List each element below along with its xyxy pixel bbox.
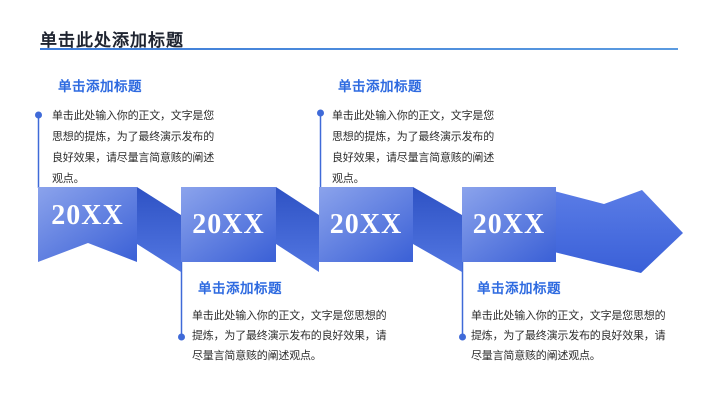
body-line: 单击此处输入你的正文，文字是您思想的 — [471, 310, 666, 322]
timeline-item-4-text: 单击添加标题 单击此处输入你的正文，文字是您思想的 提炼，为了最终演示发布的良好… — [471, 280, 666, 366]
year-banner-2[interactable] — [181, 187, 276, 262]
year-banner-4[interactable] — [462, 187, 556, 262]
body-line: 单击此处输入你的正文，文字是您 — [52, 110, 214, 122]
item-2-body[interactable]: 单击此处输入你的正文，文字是您思想的 提炼，为了最终演示发布的良好效果，请 尽量… — [192, 306, 387, 366]
title-underline — [40, 48, 678, 50]
body-line: 思想的提炼，为了最终演示发布的 — [332, 131, 494, 143]
connector-dot-4 — [459, 333, 466, 341]
body-line: 单击此处输入你的正文，文字是您 — [332, 110, 494, 122]
timeline-item-3-text: 单击添加标题 单击此处输入你的正文，文字是您 思想的提炼，为了最终演示发布的 良… — [332, 78, 494, 190]
ribbon-fold-1[interactable] — [137, 187, 181, 272]
item-2-heading[interactable]: 单击添加标题 — [198, 281, 282, 296]
body-line: 良好效果，请尽量言简意赅的阐述 — [332, 152, 494, 164]
body-line: 单击此处输入你的正文，文字是您思想的 — [192, 310, 387, 322]
year-label-1[interactable]: 20XX — [51, 200, 124, 231]
timeline-item-2-text: 单击添加标题 单击此处输入你的正文，文字是您思想的 提炼，为了最终演示发布的良好… — [192, 280, 387, 366]
timeline-item-1-text: 单击添加标题 单击此处输入你的正文，文字是您 思想的提炼，为了最终演示发布的 良… — [52, 78, 214, 190]
body-line: 良好效果，请尽量言简意赅的阐述 — [52, 152, 214, 164]
body-line: 尽量言简意赅的阐述观点。 — [471, 350, 601, 362]
arrow-shape[interactable] — [554, 190, 683, 273]
body-line: 尽量言简意赅的阐述观点。 — [192, 350, 322, 362]
ribbon-fold-2[interactable] — [276, 187, 319, 272]
body-line: 思想的提炼，为了最终演示发布的 — [52, 131, 214, 143]
item-4-body[interactable]: 单击此处输入你的正文，文字是您思想的 提炼，为了最终演示发布的良好效果，请 尽量… — [471, 306, 666, 366]
item-1-body[interactable]: 单击此处输入你的正文，文字是您 思想的提炼，为了最终演示发布的 良好效果，请尽量… — [52, 106, 214, 190]
ribbon-fold-3[interactable] — [413, 187, 462, 272]
body-line: 提炼，为了最终演示发布的良好效果，请 — [471, 330, 666, 342]
item-1-heading[interactable]: 单击添加标题 — [58, 79, 142, 94]
item-3-body[interactable]: 单击此处输入你的正文，文字是您 思想的提炼，为了最终演示发布的 良好效果，请尽量… — [332, 106, 494, 190]
body-line: 提炼，为了最终演示发布的良好效果，请 — [192, 330, 387, 342]
body-line: 观点。 — [332, 173, 365, 185]
connector-dot-3 — [317, 109, 324, 117]
connector-dot-1 — [35, 111, 42, 119]
year-banner-3[interactable] — [319, 187, 413, 262]
slide-title-placeholder[interactable]: 单击此处添加标题 — [40, 31, 184, 50]
body-line: 观点。 — [52, 173, 85, 185]
item-3-heading[interactable]: 单击添加标题 — [338, 79, 422, 94]
year-label-4[interactable]: 20XX — [472, 208, 546, 240]
year-banner-1[interactable] — [38, 187, 137, 262]
year-label-2[interactable]: 20XX — [192, 208, 265, 240]
connector-dot-2 — [178, 333, 185, 341]
year-label-3[interactable]: 20XX — [329, 208, 403, 240]
item-4-heading[interactable]: 单击添加标题 — [477, 281, 561, 296]
